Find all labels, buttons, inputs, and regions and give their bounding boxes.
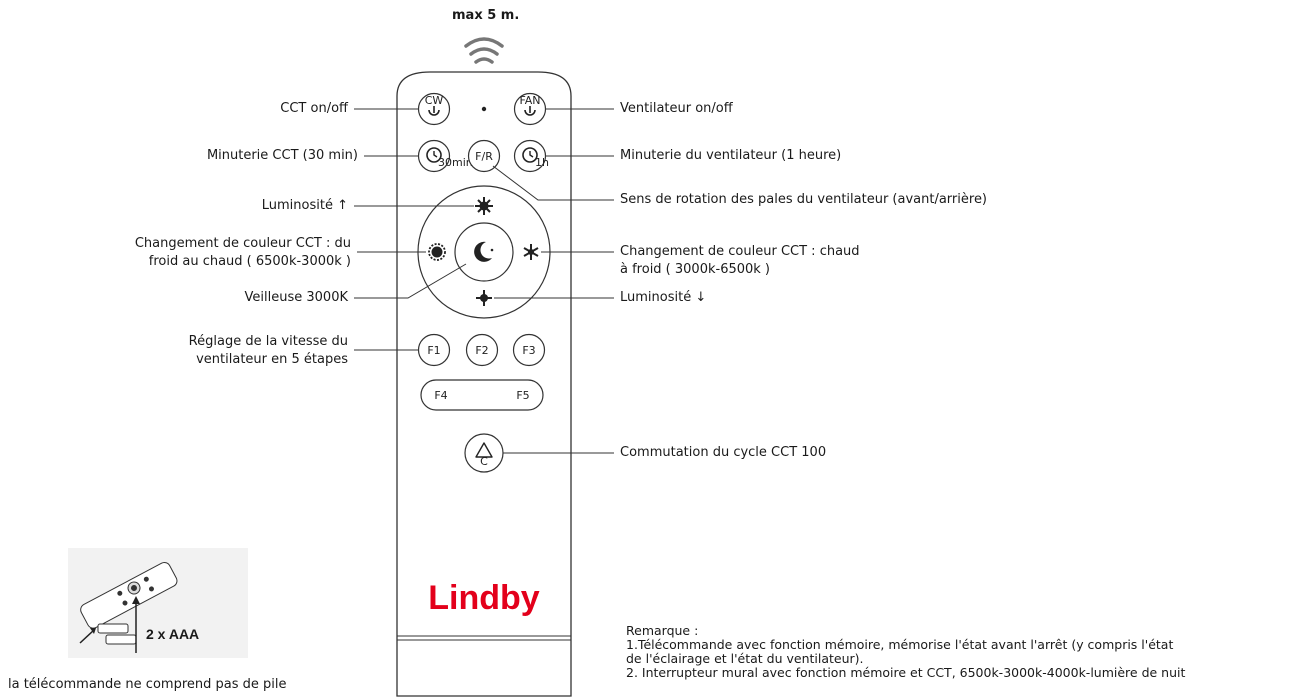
- range-label: max 5 m.: [452, 8, 520, 23]
- battery-illustration: 2 x AAA: [68, 548, 248, 658]
- fan-direction-button[interactable]: F/R: [467, 139, 501, 173]
- label-fan-direction: Sens de rotation des pales du ventilateu…: [620, 192, 988, 207]
- signal-icon: [464, 37, 504, 64]
- svg-text:30min: 30min: [438, 156, 473, 169]
- label-brightness-up: Luminosité ↑: [261, 198, 348, 213]
- brightness-up-button[interactable]: [475, 197, 493, 215]
- cct-timer-button[interactable]: 30min: [417, 139, 473, 173]
- remark-line-2: de l'éclairage et l'état du ventilateur)…: [626, 651, 864, 666]
- warm-cct-button[interactable]: [428, 243, 446, 261]
- callout-lines: [354, 108, 614, 454]
- power-icon: [428, 109, 440, 116]
- remote-battery-icon: [79, 561, 178, 653]
- label-warm-to-cold-line2: à froid ( 3000k-6500k ): [620, 262, 771, 277]
- svg-text:CW: CW: [425, 94, 444, 107]
- label-cold-to-warm-line1: Changement de couleur CCT : du: [134, 236, 351, 251]
- remark-block: Remarque : 1.Télécommande avec fonction …: [626, 624, 1306, 680]
- cycle-icon: [475, 442, 493, 458]
- cold-cct-button[interactable]: [523, 244, 539, 260]
- f4-f5-rocker: [420, 379, 544, 411]
- indicator-led: [481, 106, 487, 112]
- cct-cycle-button[interactable]: C: [464, 433, 504, 473]
- battery-type-label: 2 x AAA: [146, 626, 200, 642]
- f4-button[interactable]: F4: [434, 389, 447, 402]
- remark-line-3: 2. Interrupteur mural avec fonction mémo…: [626, 665, 1186, 680]
- svg-text:FAN: FAN: [519, 94, 540, 107]
- label-cct-cycle: Commutation du cycle CCT 100: [620, 445, 827, 460]
- f2-button[interactable]: F2: [465, 333, 499, 367]
- label-fan-timer: Minuterie du ventilateur (1 heure): [620, 148, 842, 163]
- label-fan-speed-line2: ventilateur en 5 étapes: [196, 352, 348, 367]
- label-warm-to-cold-line1: Changement de couleur CCT : chaud: [620, 244, 860, 259]
- svg-text:F2: F2: [475, 344, 488, 357]
- label-cct-timer: Minuterie CCT (30 min): [206, 148, 358, 163]
- timer-icon: [426, 147, 442, 163]
- label-cold-to-warm-line2: froid au chaud ( 6500k-3000k ): [148, 254, 351, 269]
- remark-title: Remarque :: [626, 623, 699, 638]
- timer-icon: [522, 147, 538, 163]
- fan-timer-button[interactable]: 1h: [513, 139, 549, 173]
- label-brightness-down: Luminosité ↓: [620, 290, 707, 305]
- label-cct-onoff: CCT on/off: [280, 101, 348, 116]
- warm-sun-icon: [431, 246, 443, 258]
- nightlight-button[interactable]: [454, 222, 514, 282]
- label-fan-onoff: Ventilateur on/off: [620, 101, 733, 116]
- battery-note: la télécommande ne comprend pas de pile: [8, 677, 287, 692]
- f1-button[interactable]: F1: [417, 333, 451, 367]
- remark-line-1: 1.Télécommande avec fonction mémoire, mé…: [626, 637, 1174, 652]
- brand-logo: Lindby: [428, 579, 540, 617]
- svg-text:C: C: [480, 455, 488, 468]
- svg-text:F1: F1: [427, 344, 440, 357]
- f5-button[interactable]: F5: [516, 389, 529, 402]
- moon-icon: [474, 241, 492, 262]
- brightness-down-button[interactable]: [476, 290, 492, 306]
- label-nightlight: Veilleuse 3000K: [244, 290, 348, 305]
- snowflake-icon: [528, 249, 534, 255]
- fan-power-button[interactable]: FAN: [513, 92, 547, 126]
- svg-text:F3: F3: [522, 344, 535, 357]
- label-fan-speed-line1: Réglage de la vitesse du: [188, 334, 348, 349]
- svg-text:1h: 1h: [535, 156, 549, 169]
- svg-text:F/R: F/R: [475, 150, 493, 163]
- f3-button[interactable]: F3: [512, 333, 546, 367]
- power-icon: [524, 109, 536, 116]
- cw-power-button[interactable]: CW: [417, 92, 451, 126]
